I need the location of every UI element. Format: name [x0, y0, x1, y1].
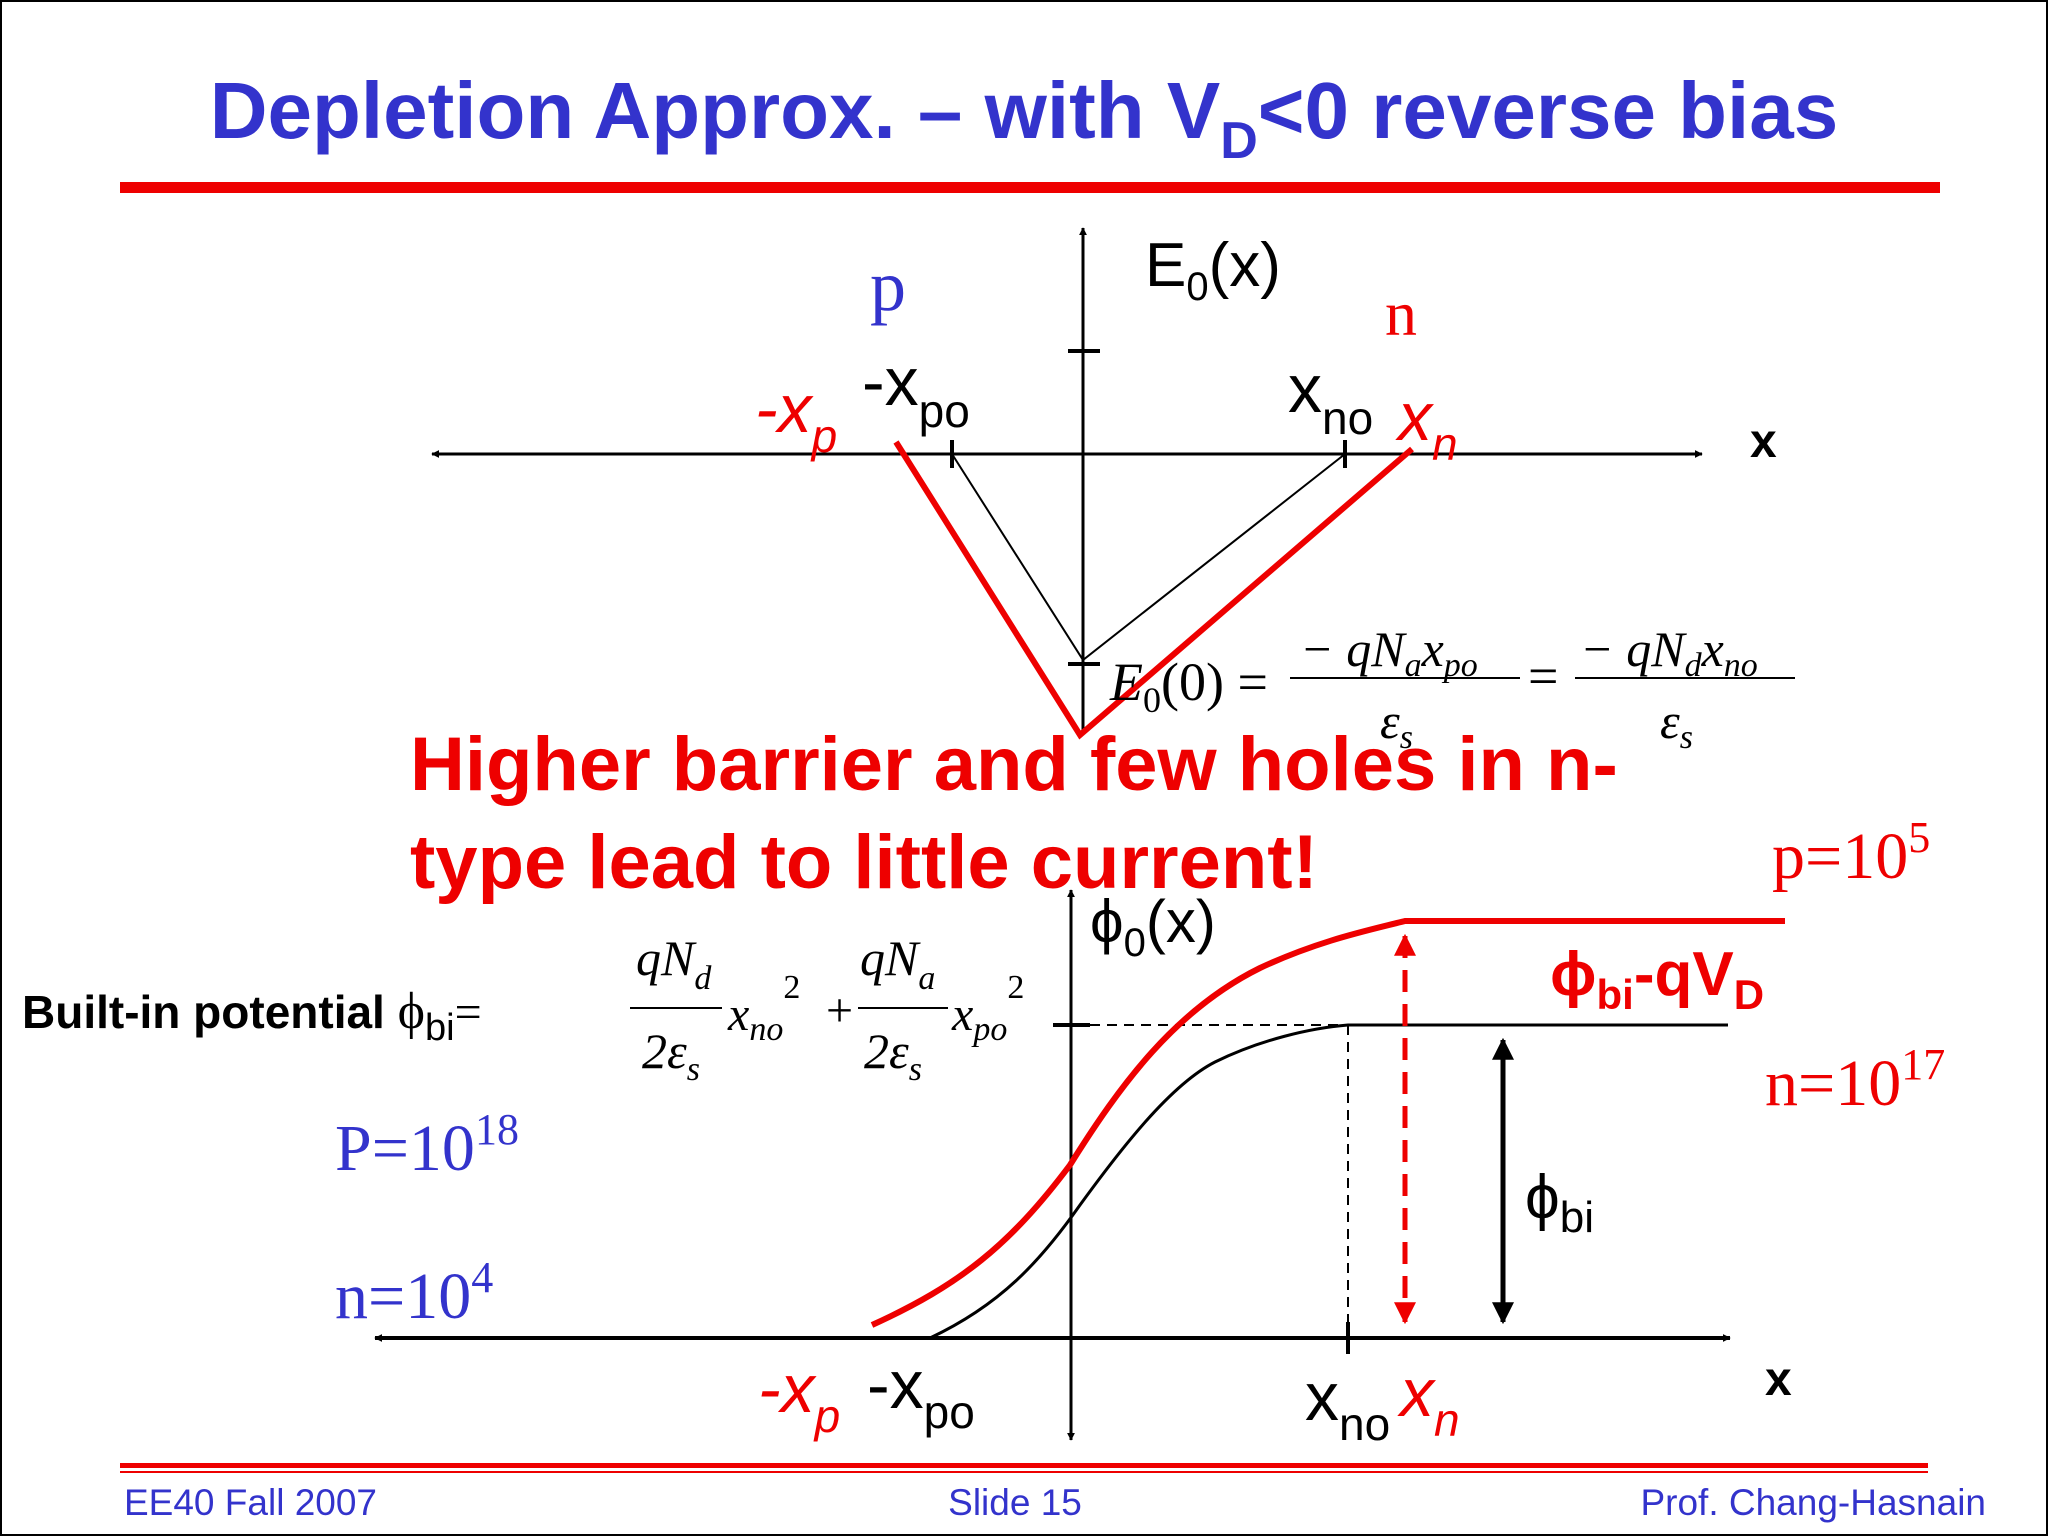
field-equation: E0(0) = − qNaxpo εs = − qNdxno εs: [1109, 621, 1795, 756]
svg-text:εs: εs: [1380, 693, 1413, 756]
bottom-label-xno: xno: [1305, 1359, 1390, 1450]
svg-text:2εs: 2εs: [642, 1023, 700, 1088]
svg-text:=: =: [1528, 646, 1558, 706]
field-profile-reverse-bias: [893, 440, 1414, 740]
svg-text:Built-in potential ϕbi=: Built-in potential ϕbi=: [22, 983, 482, 1049]
label-n-right: n=1017: [1765, 1040, 1945, 1120]
label-p-right: p=105: [1772, 813, 1930, 893]
label-phi-bi-minus-qvd: ϕbi-qVD: [1550, 940, 1764, 1018]
label-n-left: n=104: [335, 1253, 493, 1333]
svg-text:− qNdxno: − qNdxno: [1580, 621, 1758, 684]
svg-text:xno2: xno2: [727, 969, 800, 1048]
svg-text:εs: εs: [1660, 693, 1693, 756]
label-P-left: P=1018: [335, 1105, 519, 1185]
title-underline: [120, 182, 1940, 193]
svg-text:− qNaxpo: − qNaxpo: [1300, 621, 1478, 684]
top-label-xp-red: -xp: [755, 371, 837, 462]
svg-text:+: +: [826, 984, 853, 1037]
bottom-xlabel: x: [1765, 1353, 1792, 1406]
top-label-xn-red: xn: [1395, 379, 1458, 470]
potential-profile-equilibrium: [929, 1023, 1728, 1340]
bottom-label-xn-red: xn: [1397, 1355, 1460, 1446]
potential-profile-reverse-bias: [870, 918, 1785, 1328]
field-profile-equilibrium: [951, 453, 1346, 662]
footer-author: Prof. Chang-Hasnain: [1640, 1482, 1986, 1523]
svg-text:xpo2: xpo2: [951, 969, 1024, 1048]
footer-course: EE40 Fall 2007: [124, 1482, 377, 1523]
bottom-label-xp-red: -xp: [758, 1351, 840, 1442]
top-region-p: p: [870, 246, 906, 326]
svg-text:2εs: 2εs: [864, 1023, 922, 1088]
top-ylabel: E0(x): [1145, 231, 1281, 309]
builtin-potential-equation: Built-in potential ϕbi= qNd 2εs xno2 + q…: [22, 930, 1024, 1088]
callout-line-1: Higher barrier and few holes in n-: [410, 722, 1618, 807]
footer-slide-number: Slide 15: [948, 1482, 1082, 1523]
top-label-xno: xno: [1288, 351, 1373, 444]
slide-title: Depletion Approx. – with VD<0 reverse bi…: [210, 66, 1838, 170]
callout-line-2: type lead to little current!: [410, 820, 1318, 905]
top-region-n: n: [1385, 278, 1417, 349]
bottom-label-xpo: -xpo: [867, 1347, 975, 1438]
top-label-xpo: -xpo: [862, 344, 970, 437]
bottom-ylabel: ϕ0(x): [1090, 888, 1216, 965]
svg-text:qNa: qNa: [860, 930, 935, 997]
label-phi-bi: ϕbi: [1525, 1163, 1594, 1242]
svg-text:E0(0) =: E0(0) =: [1109, 652, 1268, 720]
svg-text:qNd: qNd: [636, 930, 712, 997]
footer-rule-thick: [120, 1463, 1928, 1468]
footer-rule-thin: [120, 1471, 1928, 1473]
top-xlabel: x: [1750, 415, 1777, 468]
